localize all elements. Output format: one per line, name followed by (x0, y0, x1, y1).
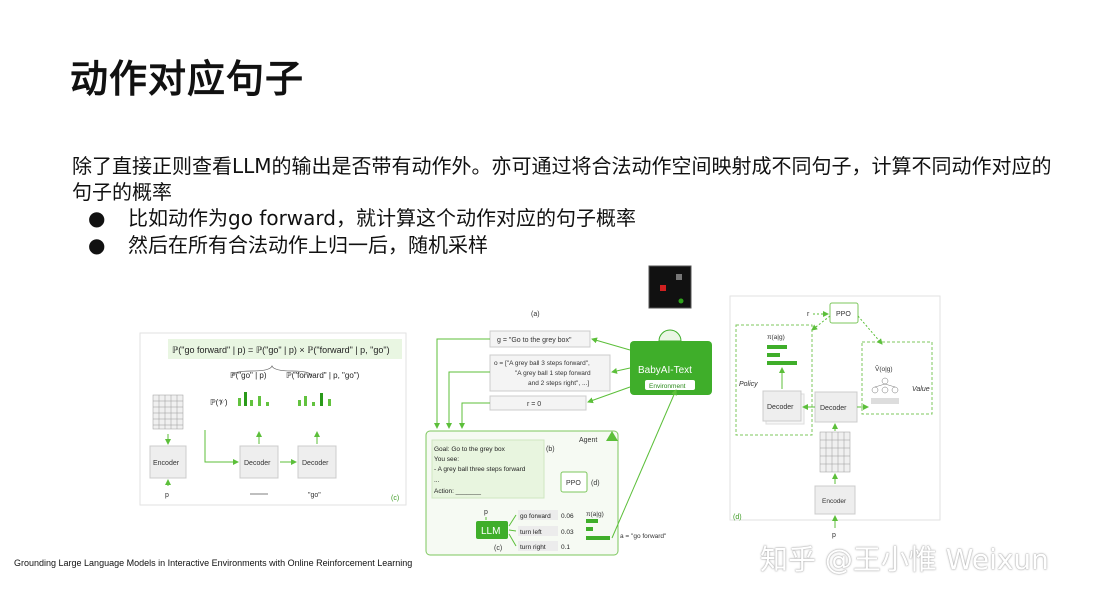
action-prob: 0.1 (561, 544, 570, 551)
bullet-item: ● 然后在所有合法动作上归一后，随机采样 (88, 232, 636, 259)
llm-label: LLM (481, 526, 500, 537)
input-p-right: p (832, 532, 836, 539)
pi-right-label: π(a|g) (767, 334, 785, 341)
decoder-label-1: Decoder (244, 460, 271, 467)
ppo-label: PPO (566, 480, 581, 487)
env-label: Environment (649, 383, 686, 390)
decoder-mid-label: Decoder (820, 405, 847, 412)
value-fn-label: V̂(o|g) (875, 365, 893, 373)
panel-d-tag: (d) (733, 514, 742, 521)
obs-line-1: o = ["A grey ball 3 steps forward", (494, 360, 590, 367)
bullet-text: 比如动作为go forward，就计算这个动作对应的句子概率 (128, 206, 636, 230)
bullet-list: ● 比如动作为go forward，就计算这个动作对应的句子概率 ● 然后在所有合法… (88, 205, 636, 259)
token-prob-bars-2 (298, 393, 331, 406)
policy-label: Policy (739, 381, 758, 388)
decoder-label-2: Decoder (302, 460, 329, 467)
action-output: a = "go forward" (620, 533, 667, 540)
panel-a: (a) g = "Go to the grey box" o = ["A gre… (425, 265, 712, 556)
goal-text: g = "Go to the grey box" (497, 337, 572, 344)
env-name: BabyAI-Text (638, 365, 692, 376)
panel-c-tag: (c) (391, 495, 399, 502)
slide-title: 动作对应句子 (70, 57, 305, 101)
action-prob: 0.06 (561, 513, 574, 520)
reward-r-label: r (807, 311, 810, 318)
panel-a-tag: (a) (531, 311, 540, 318)
input-grid-icon (819, 431, 851, 473)
prompt-line: - A grey ball three steps forward (434, 466, 526, 473)
bullet-dot-icon: ● (88, 233, 106, 257)
reward-text: r = 0 (527, 401, 541, 408)
grid-icon (152, 394, 184, 430)
bullet-text: 然后在所有合法动作上归一后，随机采样 (128, 233, 488, 257)
prompt-line: Action: _______ (434, 488, 481, 495)
slide-paragraph: 除了直接正则查看LLM的输出是否带有动作外。亦可通过将合法动作空间映射成不同句子… (72, 154, 1052, 204)
prompt-line: Goal: Go to the grey box (434, 446, 506, 453)
input-p-label: p (165, 492, 169, 499)
token-prob-bars-1 (238, 392, 269, 406)
action-prob: 0.03 (561, 529, 574, 536)
tag-c: (c) (494, 545, 502, 552)
tag-b: (b) (546, 446, 555, 453)
decoder-left-label: Decoder (767, 404, 794, 411)
action-label: go forward (520, 513, 551, 520)
panel-d: r PPO π(a|g) Policy Decoder Decoder V̂(o… (729, 295, 941, 539)
source-caption: Grounding Large Language Models in Inter… (14, 558, 413, 568)
brace-go-label: ℙ("go" | p) (230, 371, 267, 380)
ppo-right-label: PPO (836, 311, 851, 318)
prompt-line: You see: (434, 456, 459, 463)
prompt-line: ... (434, 477, 440, 484)
watermark: 知乎 @王小惟 Weixun (760, 543, 1049, 576)
formula-text: ℙ("go forward" | p) = ℙ("go" | p) × ℙ("f… (172, 345, 390, 355)
panel-c-left: ℙ("go forward" | p) = ℙ("go" | p) × ℙ("f… (139, 332, 407, 506)
value-network-icon (871, 377, 899, 394)
obs-line-3: and 2 steps right", ...] (528, 380, 589, 387)
tag-d: (d) (591, 480, 600, 487)
action-label: turn left (520, 529, 542, 536)
encoder-right-label: Encoder (822, 498, 847, 505)
value-label: Value (912, 386, 930, 393)
pv-label: ℙ(𝒱) (210, 398, 228, 407)
encoder-label: Encoder (153, 460, 180, 467)
brace-forward-label: ℙ("forward" | p, "go") (286, 371, 360, 380)
agent-label: Agent (579, 437, 597, 444)
pi-label: π(a|g) (586, 511, 604, 518)
llm-input-p: p (484, 509, 488, 516)
obs-line-2: "A grey ball 1 step forward (515, 370, 591, 377)
bullet-dot-icon: ● (88, 206, 106, 230)
action-label: turn right (520, 544, 546, 551)
bullet-item: ● 比如动作为go forward，就计算这个动作对应的句子概率 (88, 205, 636, 232)
input-go-label: "go" (308, 492, 321, 499)
